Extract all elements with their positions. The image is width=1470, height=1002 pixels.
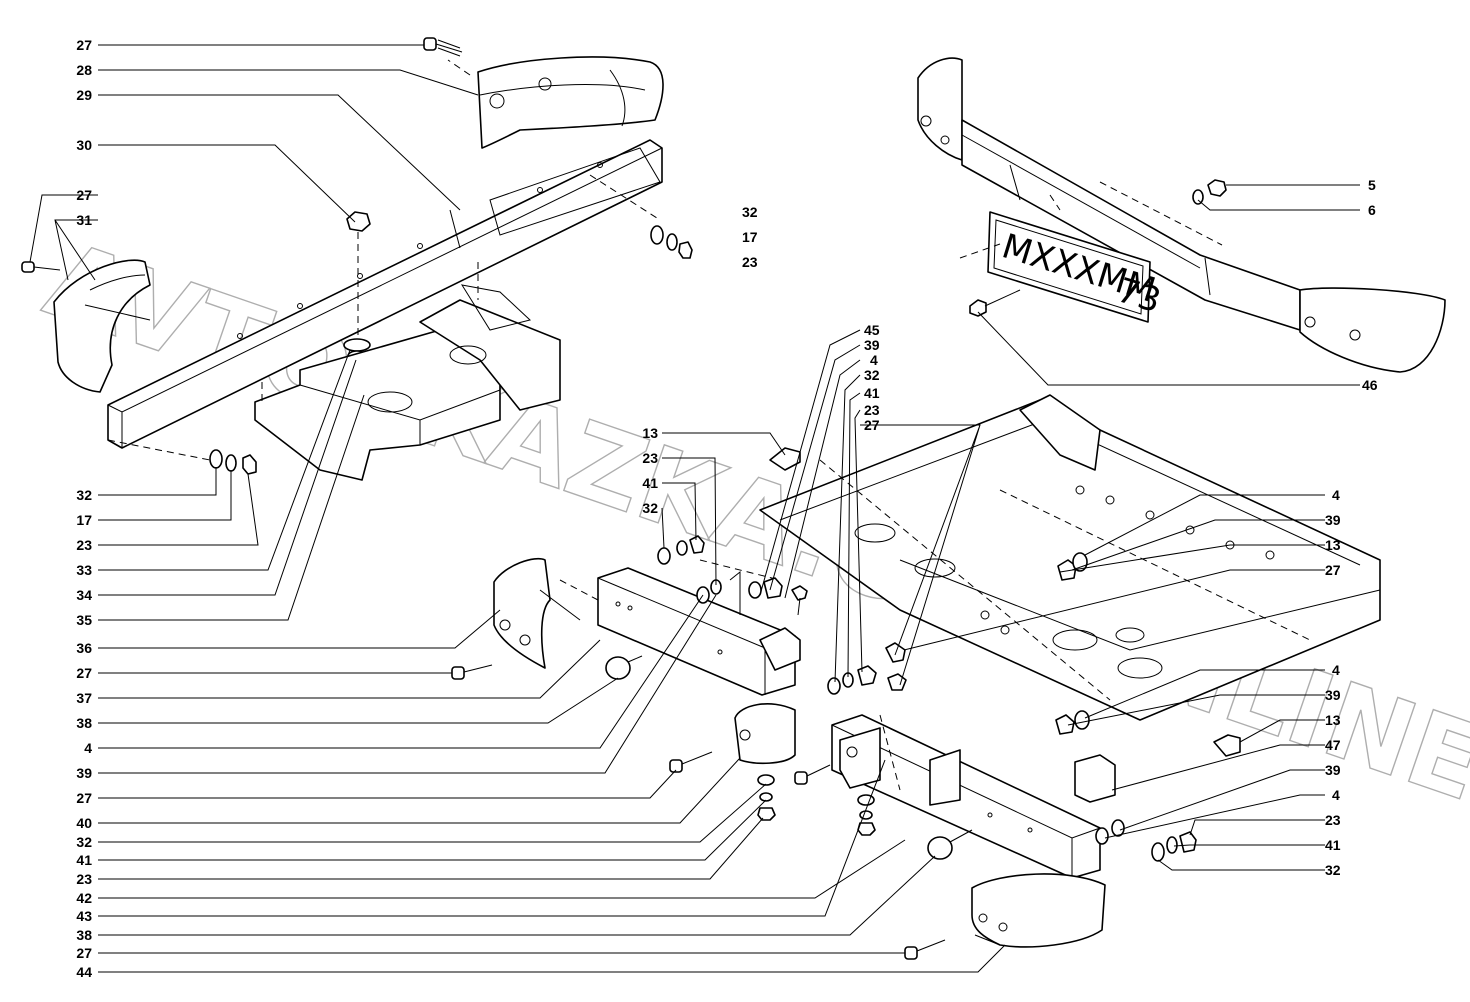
leader-lines — [29, 44, 1360, 973]
label-23-c: 23 — [742, 254, 758, 270]
label-13-b: 13 — [1325, 537, 1341, 553]
label-35: 35 — [76, 612, 92, 628]
fasteners-left — [209, 449, 257, 475]
label-32-e: 32 — [642, 500, 658, 516]
label-34: 34 — [76, 587, 92, 603]
crossmember-left — [559, 559, 801, 696]
label-41-d: 41 — [1325, 837, 1341, 853]
label-27-g: 27 — [1325, 562, 1341, 578]
label-5: 5 — [1368, 177, 1376, 193]
label-28: 28 — [76, 62, 92, 78]
plug-38-bottom — [927, 829, 973, 860]
label-39-c: 39 — [1325, 512, 1341, 528]
bumper-beam — [107, 139, 663, 461]
label-27-d: 27 — [76, 790, 92, 806]
label-4-e: 4 — [1332, 787, 1340, 803]
label-44: 44 — [76, 964, 92, 980]
crossmember-right — [831, 714, 1101, 879]
label-4-c: 4 — [1332, 487, 1340, 503]
label-23-d: 23 — [864, 402, 880, 418]
label-23-e: 23 — [642, 450, 658, 466]
label-23-a: 23 — [76, 537, 92, 553]
label-27-a: 27 — [76, 37, 92, 53]
label-41-b: 41 — [864, 385, 880, 401]
label-30: 30 — [76, 137, 92, 153]
end-cap-44 — [971, 873, 1106, 948]
callout-labels: 27 28 29 30 27 31 32 17 23 33 34 35 36 2… — [76, 37, 1377, 980]
bolt-46 — [959, 243, 1021, 317]
label-41-c: 41 — [642, 475, 658, 491]
label-23-f: 23 — [1325, 812, 1341, 828]
label-13-a: 13 — [642, 425, 658, 441]
label-23-b: 23 — [76, 871, 92, 887]
label-29: 29 — [76, 87, 92, 103]
bolt-27-bottom — [904, 939, 946, 960]
label-27-b: 27 — [76, 187, 92, 203]
bolt-27-cross — [794, 764, 831, 785]
fasteners-rear-5-6 — [1192, 179, 1227, 205]
label-39-d: 39 — [1325, 687, 1341, 703]
label-27-e: 27 — [76, 945, 92, 961]
rear-bumper — [917, 57, 1446, 373]
label-37: 37 — [76, 690, 92, 706]
label-4-a: 4 — [84, 740, 92, 756]
label-36: 36 — [76, 640, 92, 656]
fasteners-beam-right — [650, 225, 693, 259]
label-38-a: 38 — [76, 715, 92, 731]
bumper-end-cap-left — [21, 259, 151, 393]
label-45: 45 — [864, 322, 880, 338]
bolt-27-mid — [451, 664, 493, 680]
bracket-47 — [1074, 754, 1116, 803]
label-43: 43 — [76, 908, 92, 924]
label-32-d: 32 — [864, 367, 880, 383]
label-27-c: 27 — [76, 665, 92, 681]
label-31: 31 — [76, 212, 92, 228]
bolt-27-pad — [669, 751, 713, 773]
label-41-a: 41 — [76, 852, 92, 868]
fasteners-right — [1055, 552, 1241, 862]
label-17-b: 17 — [742, 229, 758, 245]
label-33: 33 — [76, 562, 92, 578]
label-40: 40 — [76, 815, 92, 831]
label-32-a: 32 — [76, 487, 92, 503]
label-32-f: 32 — [1325, 862, 1341, 878]
label-46: 46 — [1362, 377, 1378, 393]
label-42: 42 — [76, 890, 92, 906]
label-47: 47 — [1325, 737, 1341, 753]
label-39-a: 39 — [76, 765, 92, 781]
plug-38 — [605, 655, 643, 680]
bumper-end-cap-top — [447, 56, 664, 149]
end-cap-36 — [493, 558, 581, 669]
label-27-f: 27 — [864, 417, 880, 433]
fastener-stack — [757, 774, 876, 836]
rubber-pad-40 — [734, 703, 796, 765]
nut-30 — [346, 211, 371, 340]
label-13-c: 13 — [1325, 712, 1341, 728]
label-4-b: 4 — [870, 352, 878, 368]
label-39-b: 39 — [864, 337, 880, 353]
label-38-b: 38 — [76, 927, 92, 943]
label-17-a: 17 — [76, 512, 92, 528]
label-32-b: 32 — [76, 834, 92, 850]
mount-bracket-left — [254, 262, 561, 481]
bolt-27-top — [423, 37, 463, 57]
label-4-d: 4 — [1332, 662, 1340, 678]
label-32-c: 32 — [742, 204, 758, 220]
label-6: 6 — [1368, 202, 1376, 218]
label-39-e: 39 — [1325, 762, 1341, 778]
fasteners-center — [657, 447, 907, 695]
vehicle-frame — [759, 394, 1381, 721]
